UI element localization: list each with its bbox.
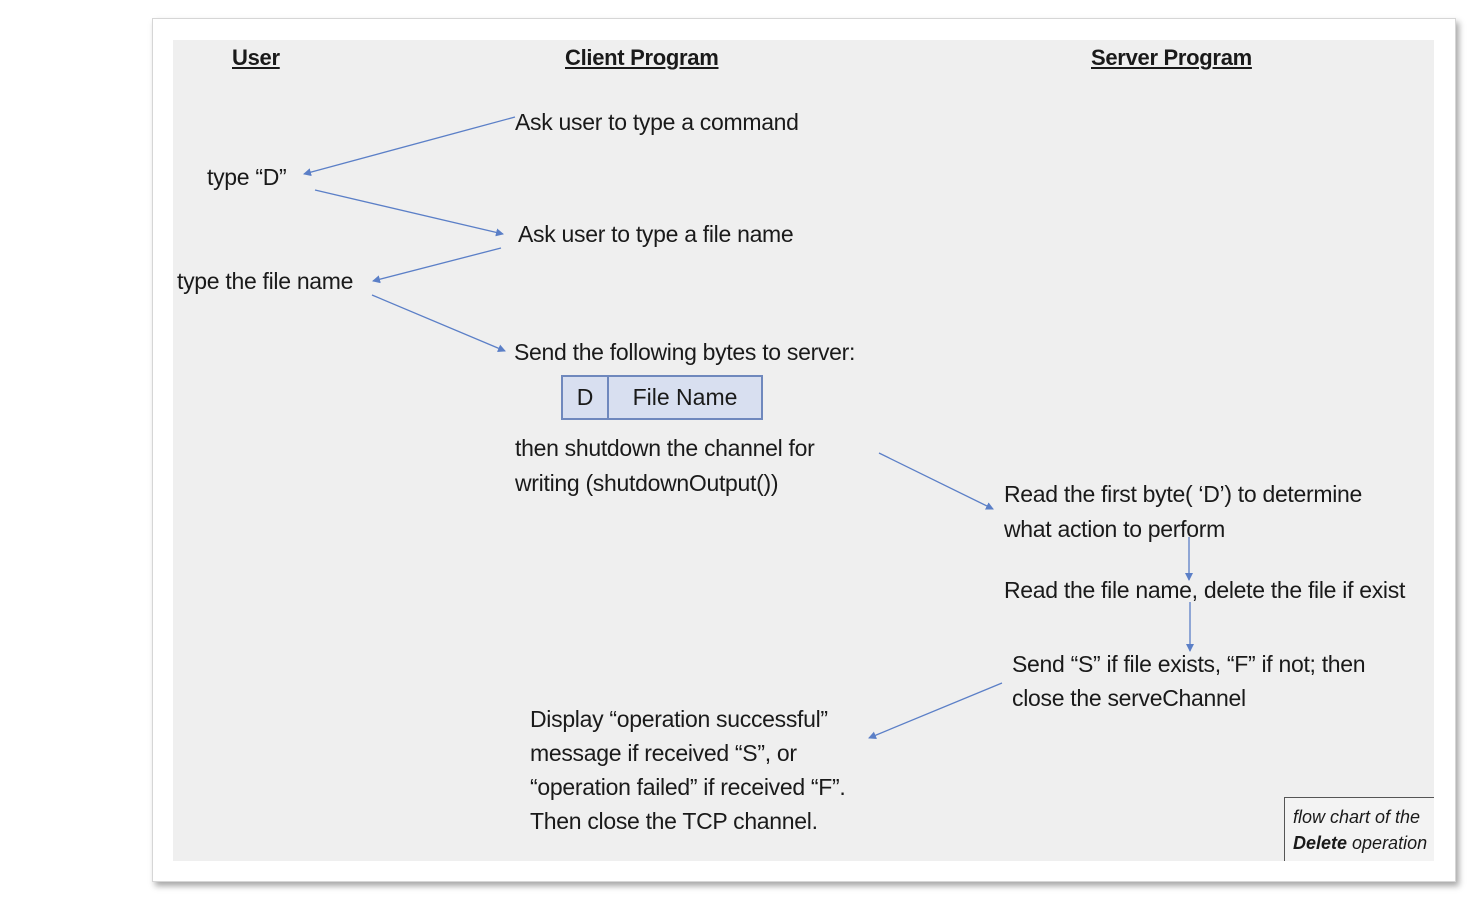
client-step-shutdown-line1: then shutdown the channel for <box>515 435 815 461</box>
server-step-read-first-line1: Read the first byte( ‘D’) to determine <box>1004 481 1363 507</box>
header-client-program: Client Program <box>565 45 719 70</box>
header-user: User <box>232 45 280 70</box>
caption-bold-word: Delete <box>1293 833 1348 853</box>
client-step-display-line3: “operation failed” if received “F”. <box>530 774 846 800</box>
client-step-send-bytes: Send the following bytes to server: <box>514 339 856 365</box>
client-step-display-line2: message if received “S”, or <box>530 740 797 766</box>
server-step-send-line1: Send “S” if file exists, “F” if not; the… <box>1012 651 1366 677</box>
caption-line1: flow chart of the <box>1293 807 1421 827</box>
bytes-box: D File Name <box>561 375 763 420</box>
diagram-panel <box>173 40 1434 861</box>
client-step-ask-filename: Ask user to type a file name <box>518 221 794 247</box>
diagram-caption: flow chart of the Delete operation <box>1284 797 1434 861</box>
user-step-type-filename: type the file name <box>177 268 354 294</box>
server-step-read-first-line2: what action to perform <box>1004 516 1225 542</box>
user-step-type-d: type “D” <box>207 164 287 190</box>
caption-line2: Delete operation <box>1293 830 1434 856</box>
caption-line2-rest: operation <box>1347 833 1428 853</box>
client-step-display-line1: Display “operation successful” <box>530 706 828 732</box>
bytes-box-command-cell: D <box>563 377 609 418</box>
client-step-ask-command: Ask user to type a command <box>515 109 799 135</box>
server-step-send-line2: close the serveChannel <box>1012 685 1246 711</box>
client-step-shutdown-line2: writing (shutdownOutput()) <box>515 470 779 496</box>
client-step-display-line4: Then close the TCP channel. <box>530 808 818 834</box>
bytes-box-filename-cell: File Name <box>632 384 738 410</box>
server-step-read-name: Read the file name, delete the file if e… <box>1004 577 1406 603</box>
header-server-program: Server Program <box>1091 45 1252 70</box>
